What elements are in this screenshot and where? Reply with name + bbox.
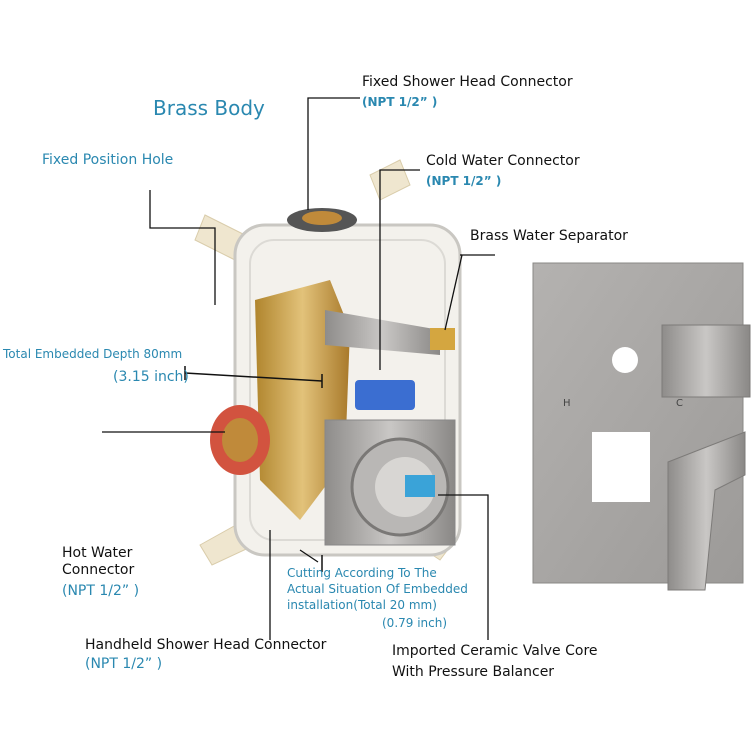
cutting-line-2: Actual Situation Of Embedded: [287, 582, 468, 596]
handheld-label: Handheld Shower Head Connector: [85, 637, 327, 653]
total-depth-inch: (3.15 inch): [113, 369, 189, 385]
cold-water-label: Cold Water Connector: [426, 153, 580, 169]
fixed-position-hole-label: Fixed Position Hole: [42, 152, 174, 168]
trim-plate: [532, 262, 744, 584]
brass-water-separator-label: Brass Water Separator: [470, 228, 628, 244]
depth-arrow: [184, 372, 323, 382]
cold-water-npt: (NPT 1/2” ): [426, 174, 502, 188]
cutting-line-3: installation(Total 20 mm): [287, 598, 437, 612]
valve-core-label-2: With Pressure Balancer: [392, 664, 555, 680]
brass-body-label: Brass Body: [153, 96, 265, 120]
plate-hot-mark: H: [563, 398, 571, 409]
plate-cold-mark: C: [676, 398, 683, 409]
cutting-inch: (0.79 inch): [382, 616, 448, 630]
handheld-npt: (NPT 1/2” ): [85, 656, 163, 672]
diverter-knob: [661, 324, 751, 398]
fixed-shower-head-npt: (NPT 1/2” ): [362, 95, 438, 109]
cutting-line-1: Cutting According To The: [287, 566, 437, 580]
leader-lines: [102, 97, 495, 640]
separator-pipe: [325, 310, 440, 355]
valve-core-label-1: Imported Ceramic Valve Core: [392, 643, 598, 659]
plate-cutout: [592, 432, 650, 502]
hot-water-label-2: Connector: [62, 562, 135, 578]
plate-hole: [612, 347, 638, 373]
hot-water-label-1: Hot Water: [62, 545, 133, 561]
fixed-shower-head-label: Fixed Shower Head Connector: [362, 74, 573, 90]
hot-water-npt: (NPT 1/2” ): [62, 583, 140, 599]
total-depth-label: Total Embedded Depth 80mm: [3, 347, 183, 361]
lever-handle: [667, 431, 746, 591]
